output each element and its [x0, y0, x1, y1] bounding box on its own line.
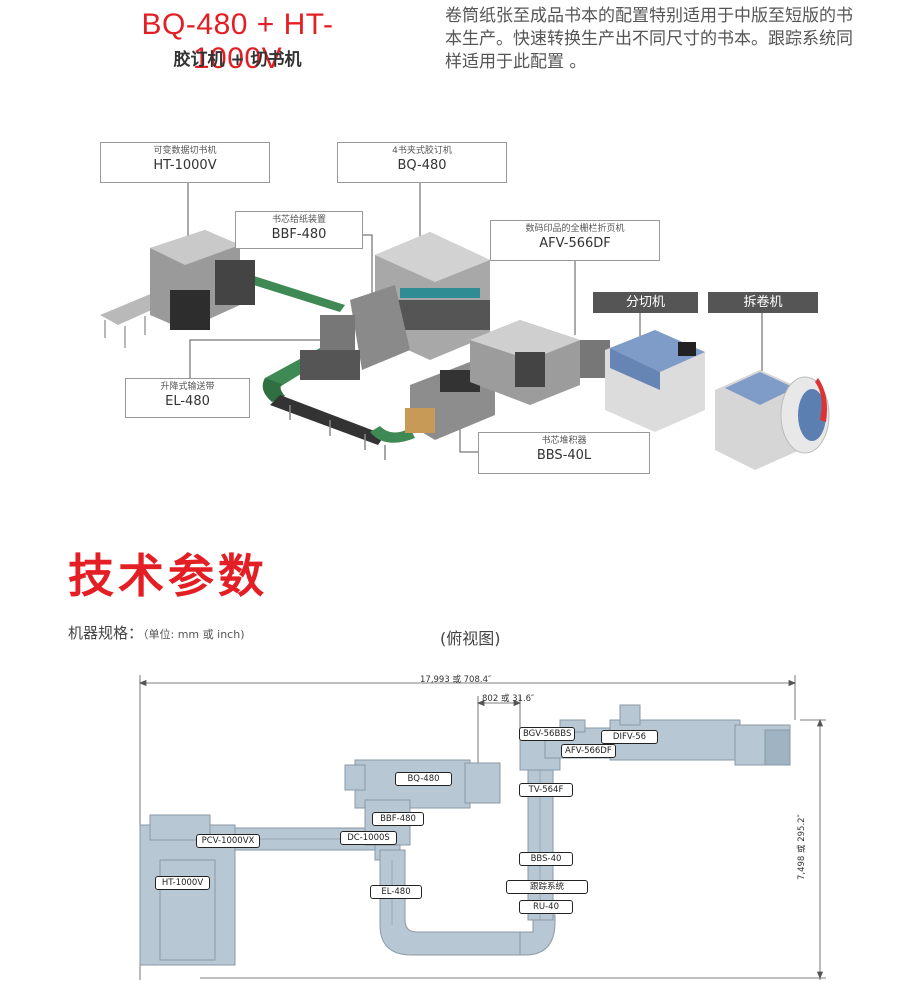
section-title: 技术参数 — [68, 549, 268, 603]
dim-total-height: 7,498 或 295.2″ — [797, 814, 807, 880]
tag-pcv-1000vx: PCV-1000VX — [196, 834, 260, 848]
tag-el-480: EL-480 — [370, 885, 422, 899]
tag-ht-1000v: HT-1000V — [155, 876, 210, 890]
green-conveyor-top — [228, 270, 345, 312]
callout-el-480: 升降式输送带 EL-480 — [125, 378, 250, 418]
product-subtitle: 胶订机 + 切书机 — [173, 50, 302, 70]
top-view-label: (俯视图) — [440, 629, 501, 648]
machine-line-illustration — [100, 182, 830, 470]
dim-total-width: 17,993 或 708.4″ — [420, 675, 492, 685]
callout-bbf-480: 书芯给纸装置 BBF-480 — [235, 211, 363, 249]
tag-bq-480: BQ-480 — [395, 772, 452, 786]
unwinder-machine — [715, 370, 830, 470]
tag-tracking-system: 跟踪系统 — [506, 880, 588, 894]
dim-gap: 802 或 31.6″ — [482, 694, 535, 704]
callout-bbs-40l: 书芯堆积器 BBS-40L — [478, 432, 650, 474]
tag-difv-56: DIFV-56 — [601, 730, 658, 744]
tag-dc-1000s: DC-1000S — [340, 831, 397, 845]
cutter-machine — [605, 330, 705, 432]
bq-480-machine — [300, 232, 490, 380]
tag-bgv-56bbs: BGV-56BBS — [519, 727, 576, 741]
unit-label: （单位: mm 或 inch) — [143, 628, 245, 641]
callout-afv-566df: 数码印品的全栅栏折页机 AFV-566DF — [490, 220, 660, 261]
ht-1000v-machine — [100, 230, 255, 348]
tag-bbf-480: BBF-480 — [372, 812, 424, 826]
product-title: BQ-480 + HT-1000V — [141, 8, 334, 75]
plan-view-diagram — [138, 675, 826, 980]
intro-paragraph: 卷筒纸张至成品书本的配置特别适用于中版至短版的书本生产。快速转换生产出不同尺寸的… — [445, 6, 853, 72]
tag-ru-40: RU-40 — [519, 900, 573, 914]
callout-unwinder: 拆卷机 — [708, 292, 818, 313]
tag-afv-566df: AFV-566DF — [561, 744, 616, 758]
callout-ht-1000v: 可变数据切书机 HT-1000V — [100, 142, 270, 183]
afv-566df-machine — [470, 320, 610, 405]
callout-slitter: 分切机 — [593, 292, 698, 313]
tag-bbs-40: BBS-40 — [519, 852, 573, 866]
machine-spec-label: 机器规格：（单位: mm 或 inch) — [68, 624, 245, 642]
callout-bq-480: 4书夹式胶订机 BQ-480 — [337, 142, 507, 183]
tag-tv-564f: TV-564F — [519, 783, 573, 797]
